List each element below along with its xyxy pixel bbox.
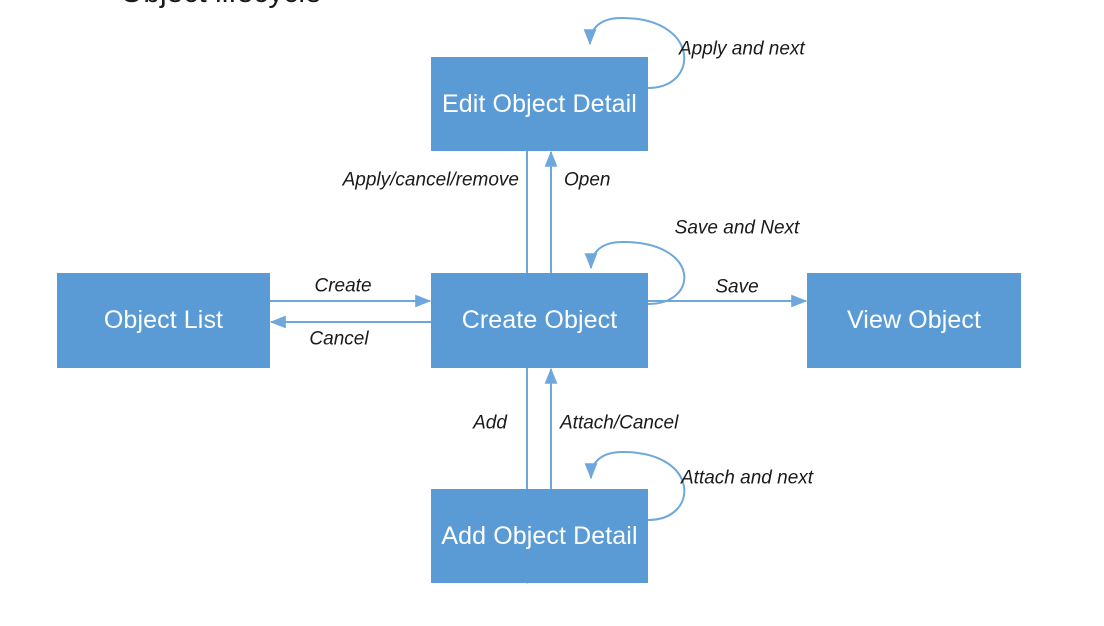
node-label: View Object [846,306,982,334]
node-object-list[interactable]: Object List [57,273,270,368]
edge-label-add: Add [473,412,507,434]
edge-label-save: Save [715,276,759,298]
node-create-object[interactable]: Create Object [431,273,648,368]
node-label: Add Object Detail [441,521,638,550]
edge-label-save-and-next: Save and Next [674,217,800,239]
edge-label-apply-cancel-remove: Apply/cancel/remove [342,169,519,191]
node-label: Create Object [461,306,618,334]
node-add-object-detail[interactable]: Add Object Detail [431,489,648,583]
node-label: Edit Object Detail [442,89,637,118]
node-label: Object List [103,306,224,334]
node-edit-object-detail[interactable]: Edit Object Detail [431,57,648,151]
edge-label-apply-and-next: Apply and next [679,38,805,60]
edge-label-attach-and-next: Attach and next [681,467,814,489]
edge-label-cancel: Cancel [309,328,369,350]
edge-label-open: Open [564,169,611,191]
edge-label-create: Create [314,275,372,297]
clipped-title-fragment: Object lifecycle [120,0,322,10]
node-view-object[interactable]: View Object [807,273,1021,368]
edge-label-attach-cancel: Attach/Cancel [560,412,679,434]
